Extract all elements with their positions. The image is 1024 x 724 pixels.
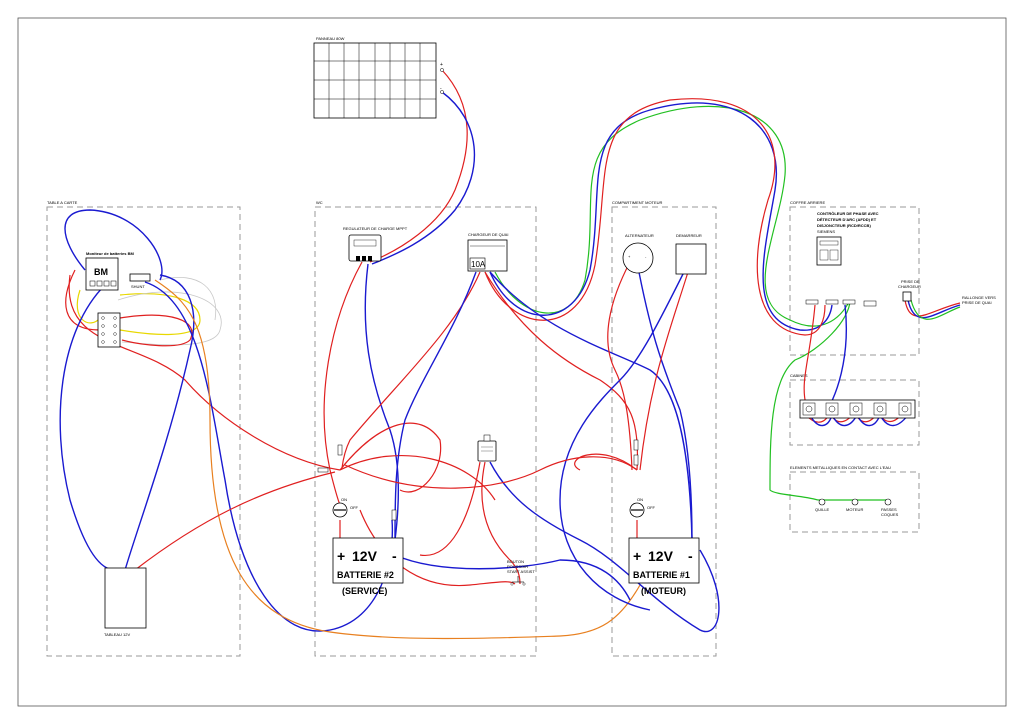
bonding-moteur-label: MOTEUR	[846, 507, 863, 512]
shore-charger: CHARGEUR DE QUAI 10A	[467, 232, 508, 272]
shore-extension-label-2: PRISE DE QUAI	[962, 300, 992, 305]
battery-monitor: Moniteur de batteries BM BM	[85, 251, 134, 291]
fuses	[317, 439, 639, 521]
shunt: SHUNT	[129, 273, 151, 289]
battery-2-plus: +	[337, 548, 345, 564]
battery1-switch-off: OFF	[647, 505, 656, 510]
starter-motor: DEMARREUR	[675, 233, 707, 275]
starter-motor-label: DEMARREUR	[676, 233, 702, 238]
starter-motor-body	[675, 243, 707, 275]
bonding-points: QUILLE MOTEUR PASSES COQUES	[815, 498, 899, 517]
wires	[59, 69, 961, 640]
charger-socket: PRISE DE CHARGEUR	[898, 279, 921, 302]
phase-controller-label-3: DISJONCTEUR (RCD/RCCB)	[817, 223, 871, 228]
start-assist-button-label-3: START ASSIST	[507, 569, 535, 574]
battery-1-plus: +	[633, 548, 641, 564]
bonding-passes-label-1: PASSES	[881, 507, 897, 512]
coffre-terminals	[805, 299, 877, 307]
zone-wc-label: WC	[316, 200, 323, 205]
zone-compartiment-moteur-label: COMPARTIMENT MOTEUR	[612, 200, 663, 205]
zone-table-a-carte: TABLE A CARTE	[46, 200, 241, 657]
shunt-label: SHUNT	[131, 284, 145, 289]
battery-2: + 12V - BATTERIE #2 (SERVICE)	[332, 537, 404, 596]
battery-1-voltage: 12V	[648, 548, 674, 564]
phase-controller: CONTRÔLEUR DE PHASE AVEC DÉTECTEUR D'ARC…	[816, 211, 879, 266]
alternator-minus: -	[645, 254, 647, 259]
battery1-switch: ON OFF	[629, 497, 656, 518]
start-assist-button: BOUTON POUSSOIR START ASSIST	[507, 559, 535, 586]
tableau-12v-label: TABLEAU 12V	[104, 632, 130, 637]
zone-coffre-arriere: COFFRE ARRIERE	[789, 200, 920, 356]
shore-extension: RALLONGE VERS PRISE DE QUAI	[962, 295, 996, 305]
battery1-switch-on: ON	[637, 497, 643, 502]
alternator: ALTERNATEUR + -	[622, 233, 654, 274]
alternator-plus: +	[628, 254, 631, 259]
battery-2-voltage: 12V	[352, 548, 378, 564]
shore-charger-label: CHARGEUR DE QUAI	[468, 232, 508, 237]
battery-monitor-display: BM	[94, 267, 108, 277]
phase-controller-brand: SIEMENS	[817, 229, 835, 234]
battery-2-role: (SERVICE)	[342, 586, 387, 596]
zone-table-a-carte-label: TABLE A CARTE	[47, 200, 78, 205]
start-assist-button-label-1: BOUTON	[507, 559, 524, 564]
solar-panel-minus: -	[440, 86, 442, 92]
sheet-border	[17, 17, 1007, 707]
zone-coffre-arriere-label: COFFRE ARRIERE	[790, 200, 825, 205]
zone-wc: WC	[314, 200, 537, 657]
zone-elements-metalliques: ELEMENTS METALLIQUES EN CONTACT AVEC L'E…	[789, 465, 920, 533]
battery2-switch: ON OFF	[332, 497, 359, 518]
start-assist-button-label-2: POUSSOIR	[507, 564, 528, 569]
battery-1-minus: -	[688, 548, 693, 564]
charger-socket-body	[902, 291, 912, 302]
cabin-sockets	[799, 399, 916, 419]
bonding-passes-label-2: COQUES	[881, 512, 899, 517]
solar-panel-plus: +	[440, 62, 443, 68]
charger-socket-label-1: PRISE DE	[901, 279, 920, 284]
terminal-block	[97, 312, 121, 348]
alternator-body	[622, 242, 654, 274]
tableau-12v: TABLEAU 12V	[104, 567, 147, 637]
mppt-regulator-label: REGULATEUR DE CHARGE MPPT	[343, 226, 408, 231]
shunt-body	[129, 273, 151, 282]
battery-monitor-label: Moniteur de batteries BM	[86, 251, 134, 256]
battery-1-body	[628, 537, 700, 584]
charger-socket-label-2: CHARGEUR	[898, 284, 921, 289]
tableau-12v-body	[104, 567, 147, 629]
solar-panel-label: PANNEAU 80W	[316, 36, 345, 41]
shore-charger-rating: 10A	[471, 260, 486, 269]
shore-extension-label-1: RALLONGE VERS	[962, 295, 996, 300]
battery2-switch-on: ON	[341, 497, 347, 502]
phase-controller-label-1: CONTRÔLEUR DE PHASE AVEC	[817, 211, 879, 216]
bonding-quille-label: QUILLE	[815, 507, 830, 512]
battery2-switch-off: OFF	[350, 505, 359, 510]
alternator-label: ALTERNATEUR	[625, 233, 654, 238]
solar-panel: PANNEAU 80W + -	[313, 36, 444, 119]
battery-2-minus: -	[392, 548, 397, 564]
zone-cabines-label: CABINES	[790, 373, 808, 378]
zone-cabines: CABINES	[789, 373, 920, 446]
battery-2-name: BATTERIE #2	[337, 570, 394, 580]
battery-1-role: (MOTEUR)	[641, 586, 686, 596]
battery-1: + 12V - BATTERIE #1 (MOTEUR)	[628, 537, 700, 596]
zone-elements-metalliques-label: ELEMENTS METALLIQUES EN CONTACT AVEC L'E…	[790, 465, 891, 470]
phase-controller-label-2: DÉTECTEUR D'ARC (AFDD) ET	[817, 217, 877, 222]
battery-2-body	[332, 537, 404, 584]
solar-panel-cells	[314, 43, 436, 118]
zone-compartiment-moteur: COMPARTIMENT MOTEUR	[611, 200, 717, 657]
battery-1-name: BATTERIE #1	[633, 570, 690, 580]
start-assist-relay	[477, 434, 497, 462]
mppt-regulator: REGULATEUR DE CHARGE MPPT	[343, 226, 408, 262]
